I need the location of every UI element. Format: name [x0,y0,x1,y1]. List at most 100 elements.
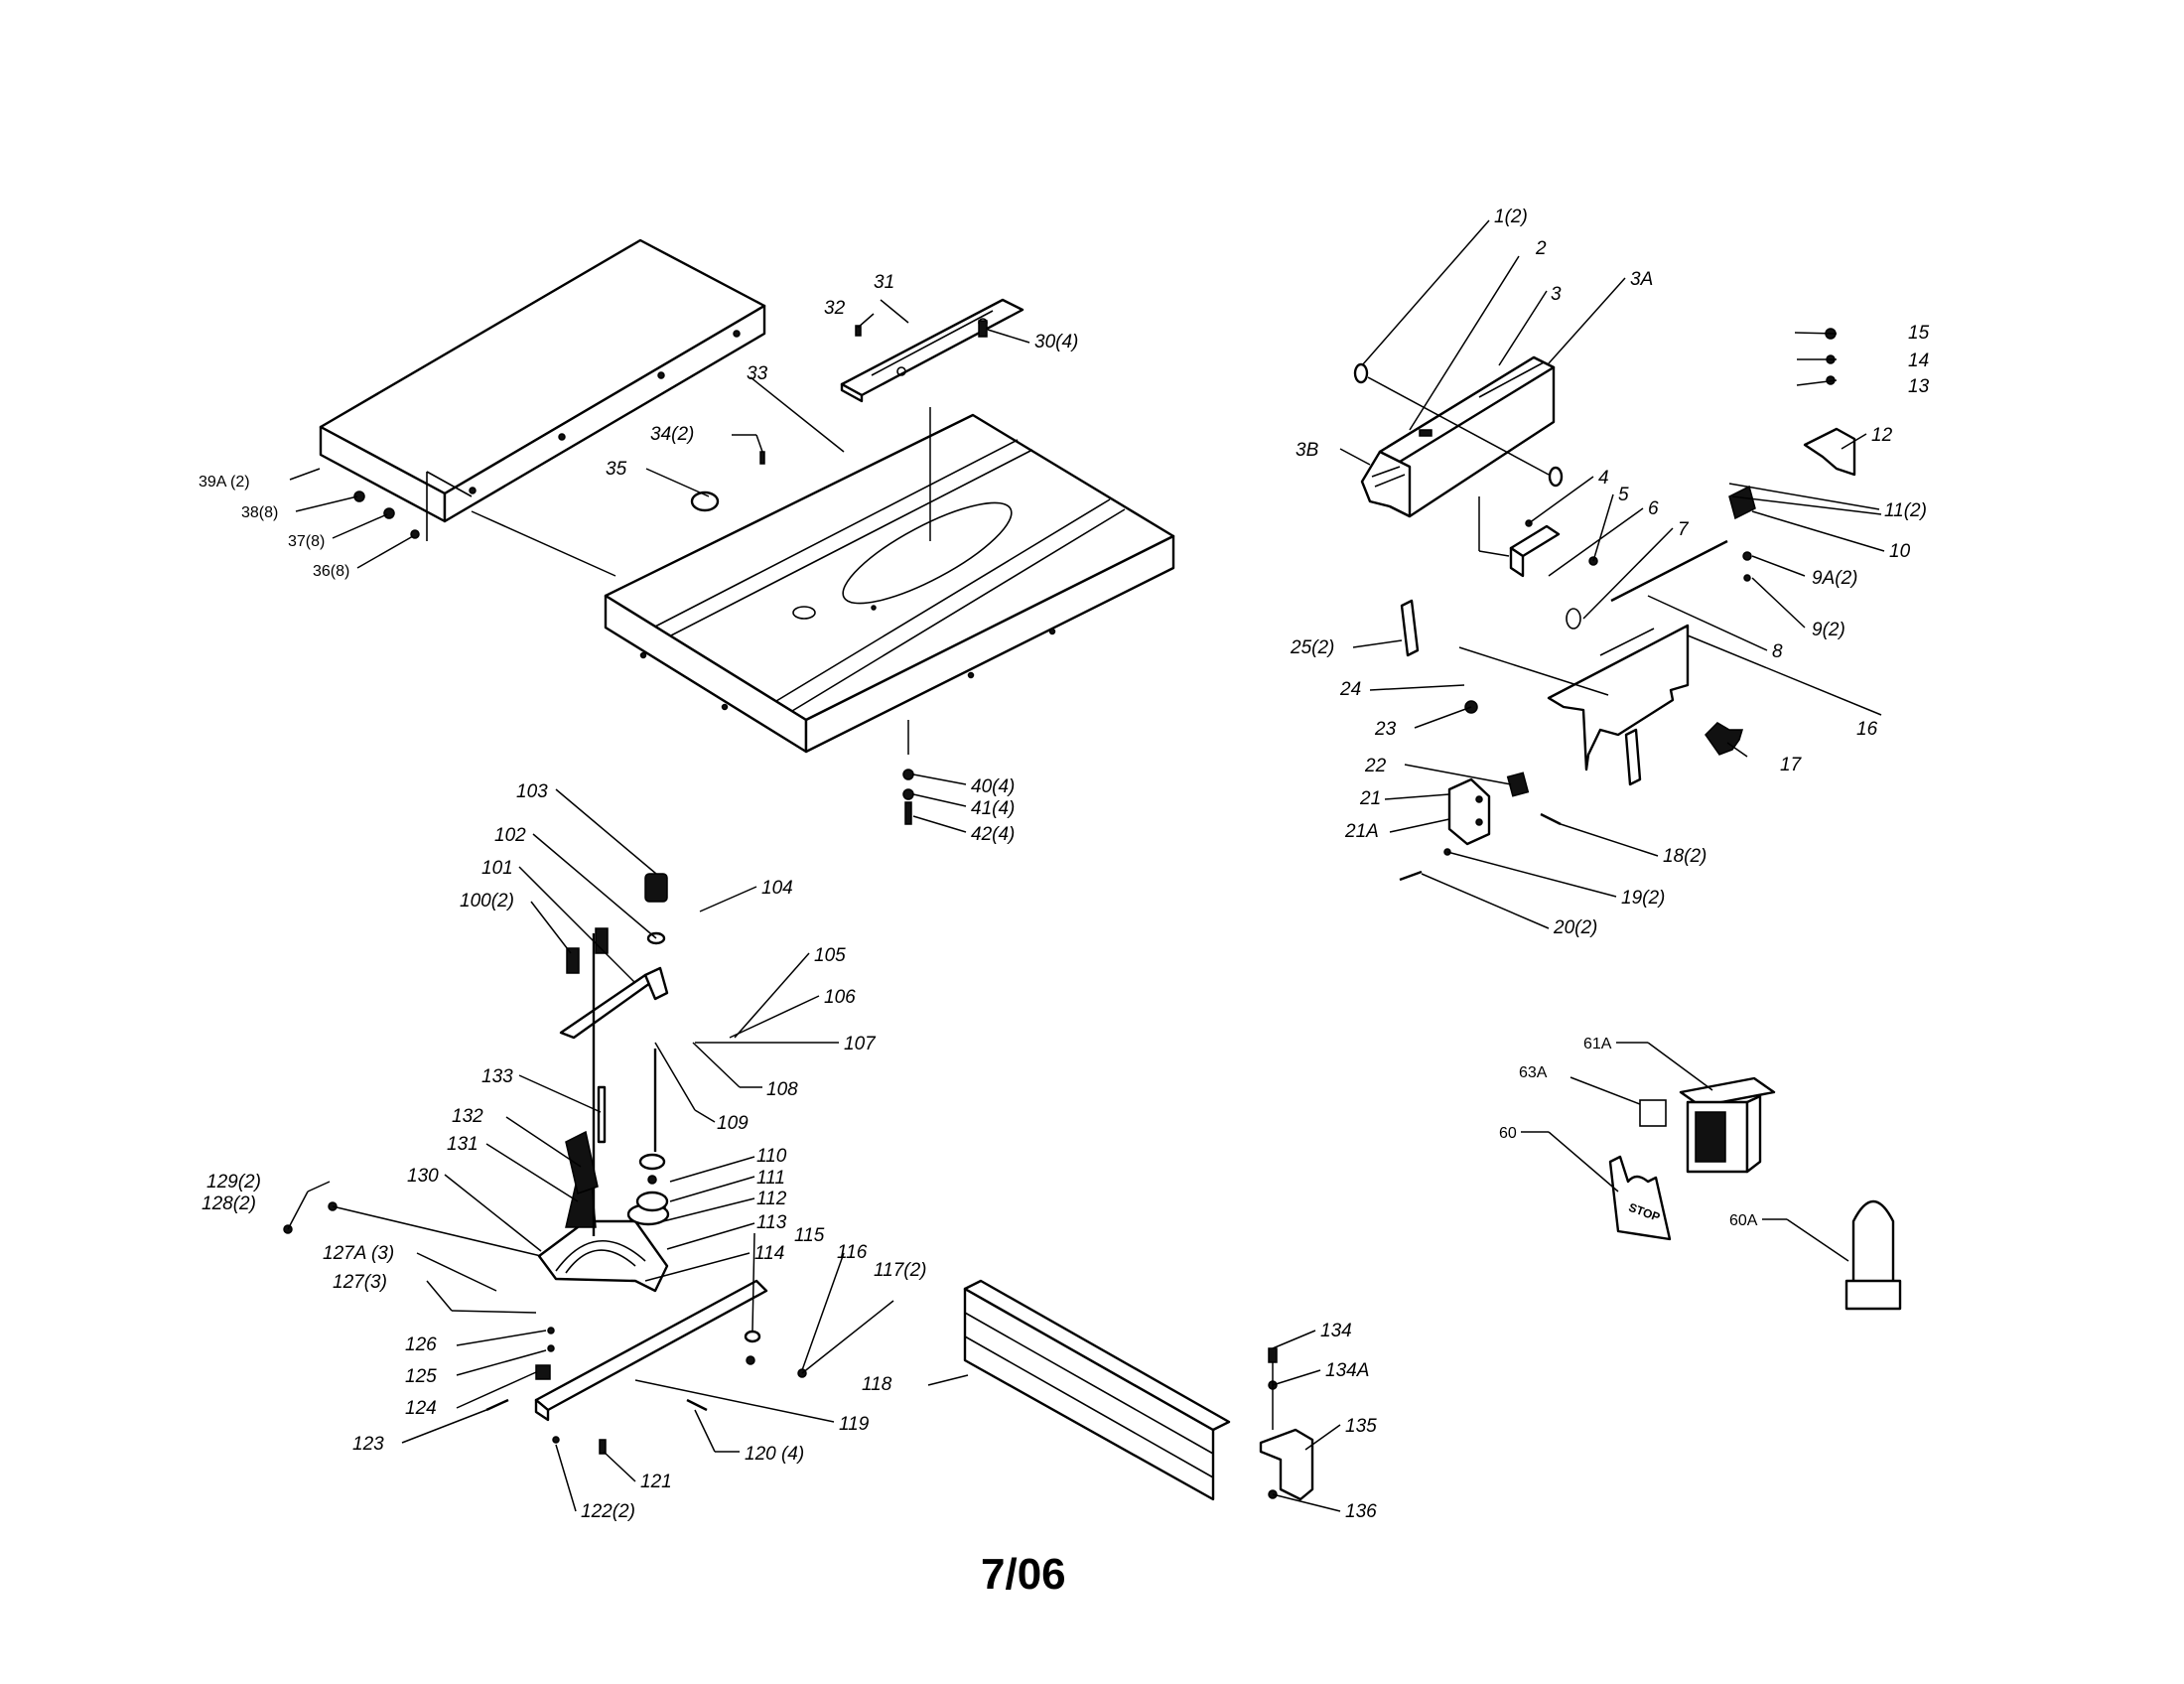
table-pin [759,451,765,465]
label-17: 17 [1780,755,1803,775]
label-20-2: 20(2) [1553,917,1597,938]
label-22: 22 [1364,756,1387,776]
label-9A-2: 9A(2) [1812,568,1857,589]
label-109: 109 [717,1113,749,1134]
label-39A-2: 39A (2) [199,474,250,491]
label-123: 123 [352,1434,384,1455]
label-24: 24 [1339,679,1361,700]
fence-clamp [1259,1347,1314,1501]
label-127A-3: 127A (3) [323,1243,394,1264]
label-34-2: 34(2) [650,424,694,445]
label-128-2: 128(2) [202,1193,256,1214]
bracket-screws [1399,812,1562,882]
label-8: 8 [1772,641,1783,662]
label-23: 23 [1374,719,1397,740]
label-12: 12 [1871,425,1893,446]
callout-labels: 1(2) 2 3 3A 3B 4 5 6 7 8 9(2) 9A(2) 10 1… [199,207,1930,1522]
blade-guard [1360,355,1556,518]
label-119: 119 [839,1414,870,1435]
handle-132 [565,1130,599,1194]
label-110: 110 [756,1146,787,1167]
label-124: 124 [405,1398,437,1419]
label-105: 105 [814,945,846,966]
mount-bracket-21 [1447,777,1491,846]
label-38-8: 38(8) [241,504,278,521]
label-36-8: 36(8) [313,563,349,580]
label-25-2: 25(2) [1290,637,1334,658]
label-122-2: 122(2) [581,1501,635,1522]
label-120-4: 120 (4) [745,1444,804,1465]
label-30-4: 30(4) [1034,332,1078,352]
label-19-2: 19(2) [1621,888,1665,909]
label-2: 2 [1535,238,1547,259]
pivot-rod [1610,539,1728,603]
label-63A [1639,1099,1667,1127]
retaining-ring [1566,608,1581,630]
bar-hardware [485,1327,807,1455]
label-127-3: 127(3) [333,1272,387,1293]
label-14: 14 [1908,351,1929,371]
label-1-2: 1(2) [1494,207,1528,227]
label-35: 35 [606,459,627,480]
label-10: 10 [1889,541,1911,562]
label-130: 130 [407,1166,439,1187]
label-32: 32 [824,298,846,319]
main-table [604,413,1175,754]
guard-top-bracket [1728,328,1856,582]
label-116: 116 [837,1242,868,1263]
label-117-2: 117(2) [874,1260,927,1281]
label-7: 7 [1678,519,1690,540]
pawl-rod [1458,646,1609,696]
label-126: 126 [405,1334,437,1355]
insert-screws [855,320,988,338]
label-3B: 3B [1296,440,1319,461]
label-132: 132 [452,1106,483,1127]
guard-bracket [1509,524,1561,578]
label-113: 113 [756,1212,787,1233]
label-101: 101 [481,858,513,879]
label-106: 106 [824,987,856,1008]
table-fasteners [902,769,914,825]
label-118: 118 [862,1374,892,1395]
label-108: 108 [766,1079,798,1100]
label-103: 103 [516,781,548,802]
label-100-2: 100(2) [460,891,514,912]
washers [635,1153,669,1212]
label-16: 16 [1856,719,1878,740]
label-31: 31 [874,272,894,293]
label-134A: 134A [1325,1360,1369,1381]
label-13: 13 [1908,376,1930,397]
label-63A: 63A [1519,1064,1548,1081]
label-107: 107 [844,1034,877,1054]
label-3: 3 [1551,284,1562,305]
label-134: 134 [1320,1321,1352,1341]
label-21: 21 [1359,788,1381,809]
label-112: 112 [756,1189,787,1209]
label-136: 136 [1345,1501,1377,1522]
label-4: 4 [1598,468,1609,489]
stop-rod [597,1085,607,1144]
table-plug [690,491,720,512]
label-40-4: 40(4) [971,776,1015,797]
page-code: 7/06 [981,1550,1066,1599]
adjust-bar [559,933,669,1236]
label-102: 102 [494,825,526,846]
guard-washer [1353,362,1369,384]
table-insert [840,298,1024,403]
label-42-4: 42(4) [971,824,1015,845]
label-135: 135 [1345,1416,1377,1437]
miter-bar [534,1279,768,1422]
label-33: 33 [747,363,768,384]
label-9-2: 9(2) [1812,620,1845,640]
label-114: 114 [754,1243,784,1264]
label-5: 5 [1618,485,1629,505]
riving-knife [1547,624,1690,772]
switch-box [1679,1076,1776,1174]
label-131: 131 [447,1134,478,1155]
label-129-2: 129(2) [206,1172,261,1193]
label-6: 6 [1648,498,1659,519]
label-60A: 60A [1729,1212,1758,1229]
table-extension [319,238,766,541]
label-37-8: 37(8) [288,533,325,550]
